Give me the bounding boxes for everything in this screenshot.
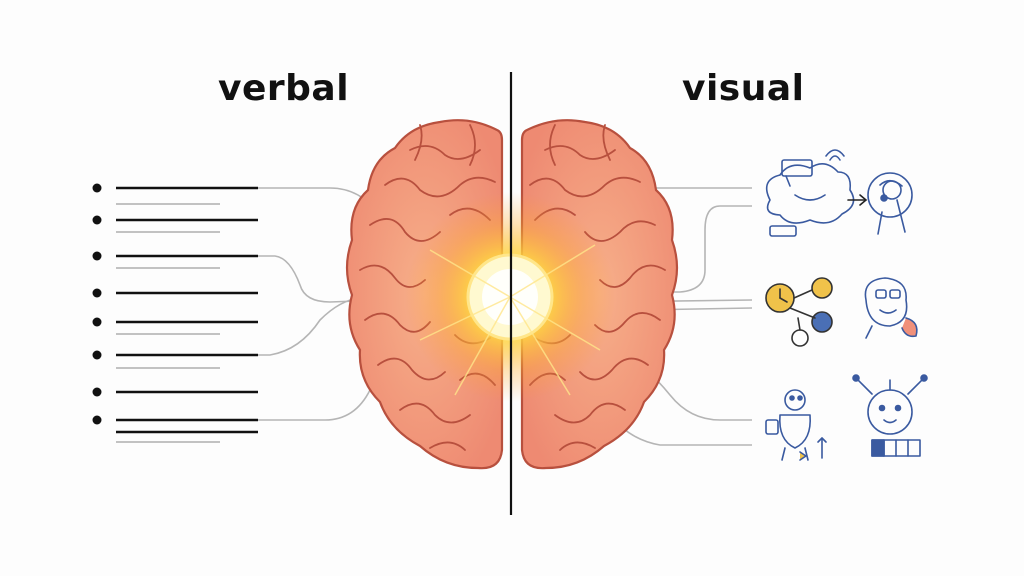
- visual-heading: visual: [682, 68, 805, 109]
- connector-line: [600, 205, 752, 293]
- verbal-heading: verbal: [218, 68, 350, 109]
- bullet-dot: [92, 317, 102, 327]
- bullet-dot: [92, 387, 102, 397]
- robot-character-icon: [765, 389, 827, 461]
- connector-line: [258, 297, 361, 356]
- visual-icons: [765, 149, 928, 461]
- bullet-dot: [92, 215, 102, 225]
- bullet-dot: [92, 350, 102, 360]
- bullet-dot: [92, 415, 102, 425]
- verbal-bullet-list: [92, 183, 258, 443]
- bullet-dot: [92, 288, 102, 298]
- bullet-dot: [92, 183, 102, 193]
- connector-line: [258, 255, 441, 303]
- arrow-right-icon: [847, 194, 867, 206]
- bullet-dot: [92, 251, 102, 261]
- magnifier-illustration-icon: [867, 172, 913, 235]
- clock-molecule-icon: [765, 277, 833, 347]
- antenna-creature-icon: [852, 374, 928, 457]
- computer-cloud-icon: [765, 149, 855, 237]
- cartoon-face-icon: [864, 277, 918, 339]
